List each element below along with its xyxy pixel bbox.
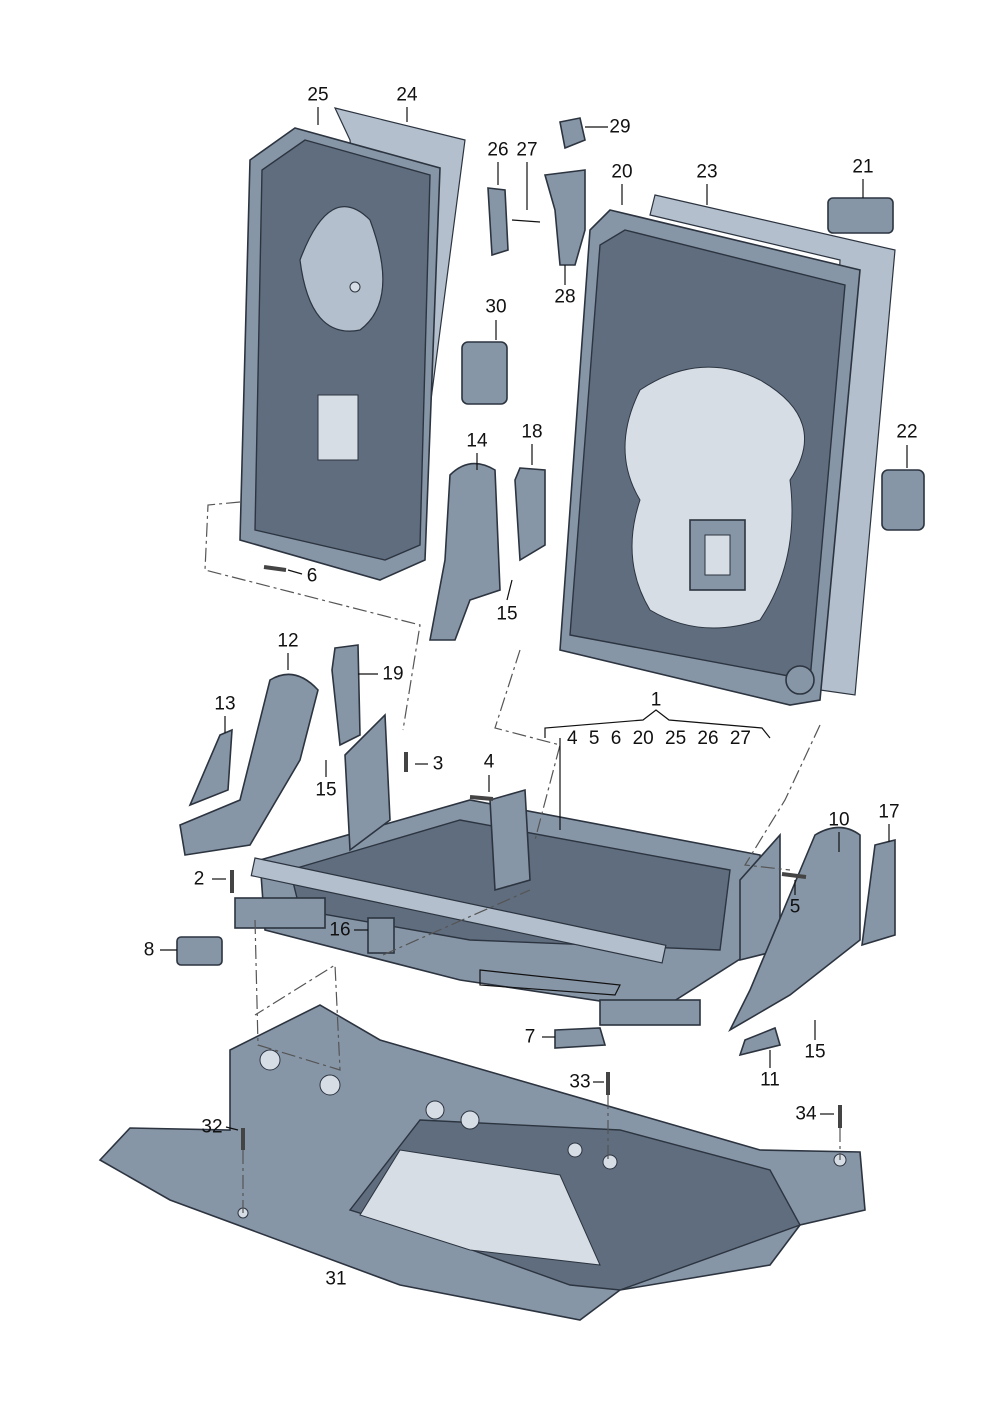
- callout-17: 17: [878, 801, 900, 823]
- cap-29: [559, 117, 586, 150]
- callout-16: 16: [329, 919, 351, 941]
- group-item: 4: [567, 728, 578, 749]
- pad-7: [554, 1027, 607, 1049]
- callout-18: 18: [521, 421, 543, 443]
- callout-30: 30: [485, 296, 507, 318]
- callout-24: 24: [396, 84, 418, 106]
- callout-15: 15: [496, 603, 518, 625]
- callout-1: 1: [650, 689, 662, 711]
- leader-lines: [160, 107, 908, 1131]
- seat-back-frame-left: [239, 127, 441, 581]
- group-item: 20: [632, 728, 654, 749]
- callout-34: 34: [795, 1103, 817, 1125]
- group-item: 25: [665, 728, 687, 749]
- cap-8: [176, 936, 223, 966]
- callout-25: 25: [307, 84, 329, 106]
- callout-12: 12: [277, 630, 299, 652]
- callout-13: 13: [214, 693, 236, 715]
- callout-11: 11: [760, 1069, 780, 1091]
- cover-11: [738, 1026, 782, 1057]
- group-item: 26: [697, 728, 719, 749]
- callout-19: 19: [382, 663, 404, 685]
- assembly-group-callouts: 4 5 6 20 25 26 27: [567, 729, 757, 748]
- cover-28: [543, 169, 586, 266]
- screws: [230, 565, 842, 1150]
- trim-14: [429, 462, 501, 641]
- clip-16: [367, 917, 395, 954]
- callout-15: 15: [315, 779, 337, 801]
- callout-23: 23: [696, 161, 718, 183]
- callout-26: 26: [487, 139, 509, 161]
- callout-2: 2: [193, 868, 205, 890]
- seat-back-frame-right: [559, 209, 861, 706]
- assembly-lines: [204, 501, 841, 1213]
- callout-5: 5: [789, 896, 801, 918]
- group-item: 27: [729, 728, 751, 749]
- callout-7: 7: [524, 1026, 536, 1048]
- callout-10: 10: [828, 809, 850, 831]
- callout-33: 33: [569, 1071, 591, 1093]
- callout-29: 29: [609, 116, 631, 138]
- callout-27: 27: [516, 139, 538, 161]
- callout-32: 32: [201, 1116, 223, 1138]
- cover-19: [331, 644, 361, 747]
- seat-base-frame: [234, 713, 781, 1026]
- trim-13: [188, 728, 233, 807]
- latch-21: [827, 197, 894, 234]
- callout-3: 3: [432, 753, 444, 775]
- callout-6: 6: [306, 565, 318, 587]
- latch-22: [881, 469, 925, 531]
- floor-pan: [98, 1004, 866, 1321]
- bracket-26: [487, 187, 509, 257]
- callout-31: 31: [325, 1268, 347, 1290]
- trim-12: [179, 673, 319, 856]
- callout-8: 8: [143, 939, 155, 961]
- callout-22: 22: [896, 421, 918, 443]
- trim-10: [728, 826, 861, 1033]
- latch-30: [461, 341, 508, 405]
- cover-18: [514, 467, 546, 562]
- callout-14: 14: [466, 430, 488, 452]
- callout-28: 28: [554, 286, 576, 308]
- callout-21: 21: [852, 156, 874, 178]
- group-item: 5: [588, 728, 600, 749]
- cover-17: [861, 838, 896, 947]
- callout-15: 15: [804, 1041, 826, 1063]
- group-item: 6: [610, 728, 622, 749]
- callout-4: 4: [483, 751, 495, 773]
- callout-20: 20: [611, 161, 633, 183]
